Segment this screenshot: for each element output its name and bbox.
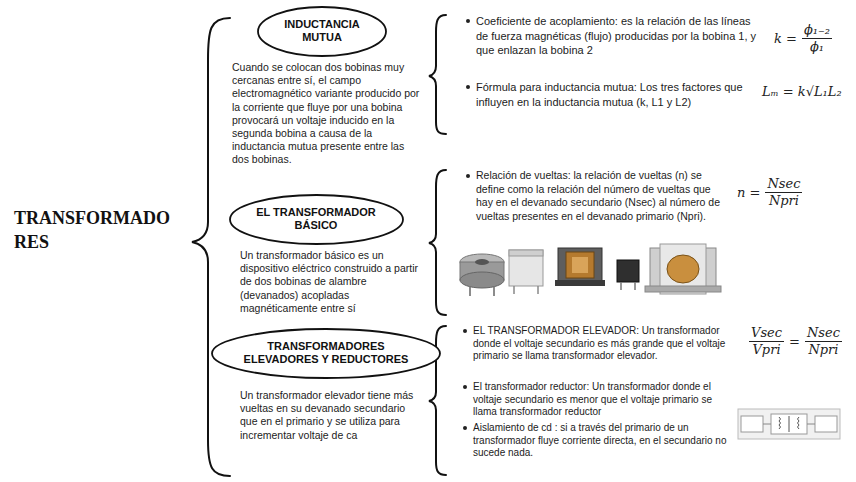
fraction: NsecNpri bbox=[765, 176, 802, 209]
topic-ellipse: TRANSFORMADORES ELEVADORES Y REDUCTORES bbox=[211, 328, 441, 379]
formula-term: Nsec bbox=[805, 325, 842, 342]
fraction: ϕ₁₋₂ϕ₁ bbox=[802, 22, 832, 55]
root-title: TRANSFORMADO RES bbox=[14, 206, 186, 254]
bullet-text: El transformador reductor: Un transforma… bbox=[473, 381, 735, 419]
formula: VsecVpri=NsecNpri bbox=[746, 325, 845, 358]
topic-ellipse: INDUCTANCIA MUTUA bbox=[257, 6, 387, 57]
topic-heading: EL TRANSFORMADOR BÁSICO bbox=[253, 206, 379, 232]
bullet-text: EL TRANSFORMADOR ELEVADOR: Un transforma… bbox=[473, 325, 735, 363]
bullet-dot bbox=[466, 19, 470, 23]
bullet-text: Coeficiente de acoplamiento: es la relac… bbox=[476, 14, 758, 58]
topic-heading: TRANSFORMADORES ELEVADORES Y REDUCTORES bbox=[242, 340, 410, 366]
topic-heading: INDUCTANCIA MUTUA bbox=[276, 18, 368, 44]
topic-ellipse: EL TRANSFORMADOR BÁSICO bbox=[229, 194, 404, 245]
bullet-text: Relación de vueltas: la relación de vuel… bbox=[476, 169, 728, 223]
formula-term: k = bbox=[772, 31, 799, 47]
main-bracket bbox=[192, 18, 230, 476]
formula-term: = bbox=[787, 334, 802, 350]
formula-term: Vsec bbox=[749, 325, 784, 342]
formula-term: Lₘ = k√L₁L₂ bbox=[760, 84, 844, 100]
fraction: VsecVpri bbox=[749, 325, 784, 358]
formula-term: Vpri bbox=[750, 342, 782, 358]
formula: k =ϕ₁₋₂ϕ₁ bbox=[772, 22, 835, 55]
formula-term: Npri bbox=[767, 193, 801, 209]
formula-term: ϕ₁ bbox=[808, 39, 826, 55]
bullet-dot bbox=[463, 385, 467, 389]
formula-term: Nsec bbox=[765, 176, 802, 193]
bullet-dot bbox=[466, 85, 470, 89]
formula-term: ϕ₁₋₂ bbox=[802, 22, 832, 39]
description-text: Un transformador elevador tiene más vuel… bbox=[240, 389, 420, 442]
bullet-dot bbox=[463, 329, 467, 333]
bullet-text: Aislamiento de cd : si a través del prim… bbox=[473, 422, 735, 460]
transformer-photos bbox=[460, 244, 721, 296]
formula-term: Npri bbox=[806, 342, 840, 358]
formula: Lₘ = k√L₁L₂ bbox=[760, 84, 844, 100]
formula: n =NsecNpri bbox=[735, 176, 805, 209]
description-text: Cuando se colocan dos bobinas muy cercan… bbox=[232, 61, 424, 167]
bullet-dot bbox=[466, 174, 470, 178]
isolation-schematic bbox=[738, 409, 840, 439]
bullet-text: Fórmula para inductancia mutua: Los tres… bbox=[476, 80, 746, 109]
bullet-dot bbox=[463, 426, 467, 430]
bracket bbox=[429, 170, 446, 315]
formula-term: n = bbox=[735, 185, 762, 201]
fraction: NsecNpri bbox=[805, 325, 842, 358]
bracket bbox=[429, 15, 446, 134]
description-text: Un transformador básico es un dispositiv… bbox=[240, 249, 426, 315]
